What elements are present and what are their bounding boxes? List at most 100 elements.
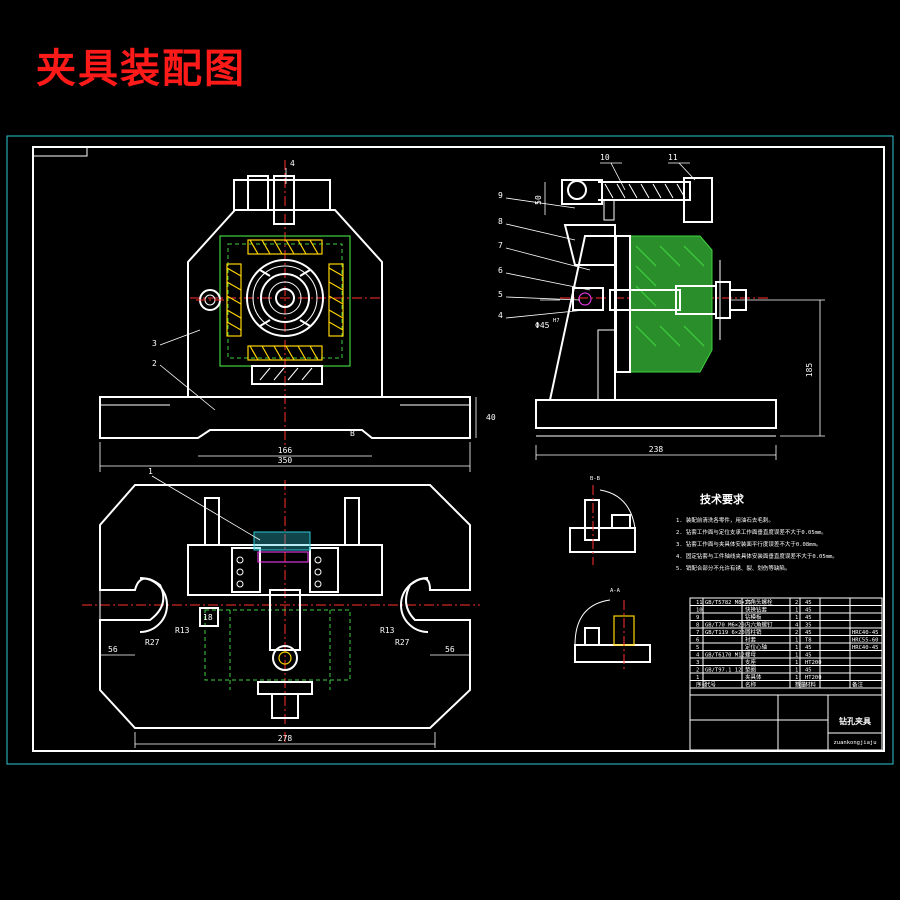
bom-cell: T8 [805, 638, 812, 644]
dim-185: 185 [805, 363, 814, 378]
bom-cell: 9 [696, 615, 699, 621]
bom-cell: GB/T119 6×20 [705, 630, 745, 636]
bom-cell: 圆柱销 [745, 628, 762, 636]
bom-cell: 8 [696, 623, 699, 629]
bom-header-cell: 材料 [805, 681, 817, 689]
tech-requirements: 技术要求 1. 装配前清洗各零件，用油石去毛刺。 2. 钻套工作面与定位支承工作… [676, 492, 838, 572]
balloon-5: 5 [498, 290, 503, 299]
bom-cell: 内六角螺钉 [745, 621, 773, 629]
bom-cell: 45 [805, 615, 812, 621]
bom-cell: HRC40-45 [852, 645, 879, 651]
balloon-11: 11 [668, 153, 678, 162]
bom-cell: 45 [805, 653, 812, 659]
label-b-b: B-B [590, 476, 601, 482]
balloon-4-side: 4 [498, 311, 503, 320]
bom-cell: 六角头螺栓 [745, 598, 773, 606]
tech-req-5: 5. 销配合部分不允许有锈、裂、划伤等缺陷。 [676, 564, 790, 572]
bom-header-cell: 代号 [705, 681, 717, 689]
bom-header-cell: 备注 [852, 681, 864, 689]
bom-cell: 45 [805, 608, 812, 614]
bom-cell: HT200 [805, 660, 822, 666]
drawing-title: 夹具装配图 [36, 45, 246, 92]
front-view: 350 166 40 B 4 3 2 [99, 159, 496, 472]
dim-phi45: Φ45 [535, 321, 550, 330]
bom-cell: 垫圈 [745, 666, 757, 674]
section-b-b: B-B [569, 476, 636, 565]
bom-header-cell: 序号 [696, 681, 708, 689]
bom-cell: GB/T70 M6×20 [705, 623, 745, 629]
balloon-1: 1 [148, 467, 153, 476]
dim-350: 350 [278, 456, 293, 465]
bom-cell: 衬套 [745, 636, 757, 644]
dim-18: 18 [203, 613, 213, 622]
balloon-9: 9 [498, 191, 503, 200]
label-a-a: A-A [610, 588, 621, 594]
bom-cell: 1 [795, 653, 798, 659]
balloon-2-front: 2 [152, 359, 157, 368]
bom-grid [690, 598, 882, 689]
bom-header-cell: 名称 [745, 681, 757, 689]
dim-56-right: 56 [445, 645, 455, 654]
bom-cell: 1 [795, 660, 798, 666]
corner-tab [32, 146, 88, 157]
bom-cell: GB/T5782 M8×35 [705, 600, 751, 606]
bom-cell: 1 [795, 608, 798, 614]
dim-r13-right: R13 [380, 626, 395, 635]
bom-cell: 钻模板 [745, 613, 762, 621]
bom-cell: 支座 [745, 658, 757, 666]
outer-frame [6, 135, 894, 765]
balloon-7: 7 [498, 241, 503, 250]
plan-view: 278 56 56 R27 R13 R13 R27 18 1 [82, 467, 480, 748]
bom-cell: 螺母 [745, 651, 757, 659]
tech-req-3: 3. 钻套工作面与夹具体安装面平行度误差不大于0.08mm。 [676, 540, 821, 548]
bom-cell: 2 [795, 600, 798, 606]
tech-req-4: 4. 固定钻套与工件轴线夹具体安装面垂直度误差不大于0.05mm。 [676, 552, 838, 560]
bom-cell: 1 [795, 675, 798, 681]
tech-req-2: 2. 钻套工作面与定位支承工作面垂直度误差不大于0.05mm。 [676, 528, 827, 536]
balloon-4-front: 4 [290, 159, 295, 168]
bom-cell: GB/T97.1 12 [705, 668, 741, 674]
bom-cell: 1 [795, 638, 798, 644]
dim-278: 278 [278, 734, 293, 743]
bom-cell: GB/T6170 M12 [705, 653, 745, 659]
bom-cell: 3 [696, 660, 699, 666]
balloon-8: 8 [498, 217, 503, 226]
bom-header-cell: 数量 [795, 681, 807, 689]
dim-238: 238 [649, 445, 664, 454]
bom-cell: 1 [795, 615, 798, 621]
dim-h7: H7 [553, 318, 560, 324]
section-mark-b: B [350, 429, 355, 438]
bom-cell: 35 [805, 623, 812, 629]
bom-cell: 45 [805, 668, 812, 674]
dim-56-left: 56 [108, 645, 118, 654]
bom-cell: 45 [805, 630, 812, 636]
balloon-3-front: 3 [152, 339, 157, 348]
bom-cell: 45 [805, 645, 812, 651]
bom-cell: 11 [696, 600, 703, 606]
section-a-a: A-A [574, 588, 651, 670]
tech-req-heading: 技术要求 [700, 492, 745, 506]
bom-cell: 1 [795, 668, 798, 674]
bom-cell: 6 [696, 638, 699, 644]
bom-cell: 定位心轴 [745, 643, 768, 651]
balloon-6: 6 [498, 266, 503, 275]
bom-cell: HT200 [805, 675, 822, 681]
bom-cell: 4 [795, 623, 799, 629]
balloon-10: 10 [600, 153, 610, 162]
dim-r27-left: R27 [145, 638, 160, 647]
bom-cell: HRC55-60 [852, 638, 879, 644]
bom-cell: 1 [696, 675, 699, 681]
bom-cell: 5 [696, 645, 699, 651]
bom-cell: 10 [696, 608, 703, 614]
dim-40: 40 [486, 413, 496, 422]
bom-cell: 2 [795, 630, 798, 636]
bom-cell: 快换钻套 [745, 606, 768, 614]
bom-cell: 4 [696, 653, 700, 659]
tech-req-1: 1. 装配前清洗各零件，用油石去毛刺。 [676, 516, 774, 524]
bom-cell: 45 [805, 600, 812, 606]
inner-frame [32, 146, 885, 752]
part-name: 钻孔夹具 [839, 716, 871, 726]
